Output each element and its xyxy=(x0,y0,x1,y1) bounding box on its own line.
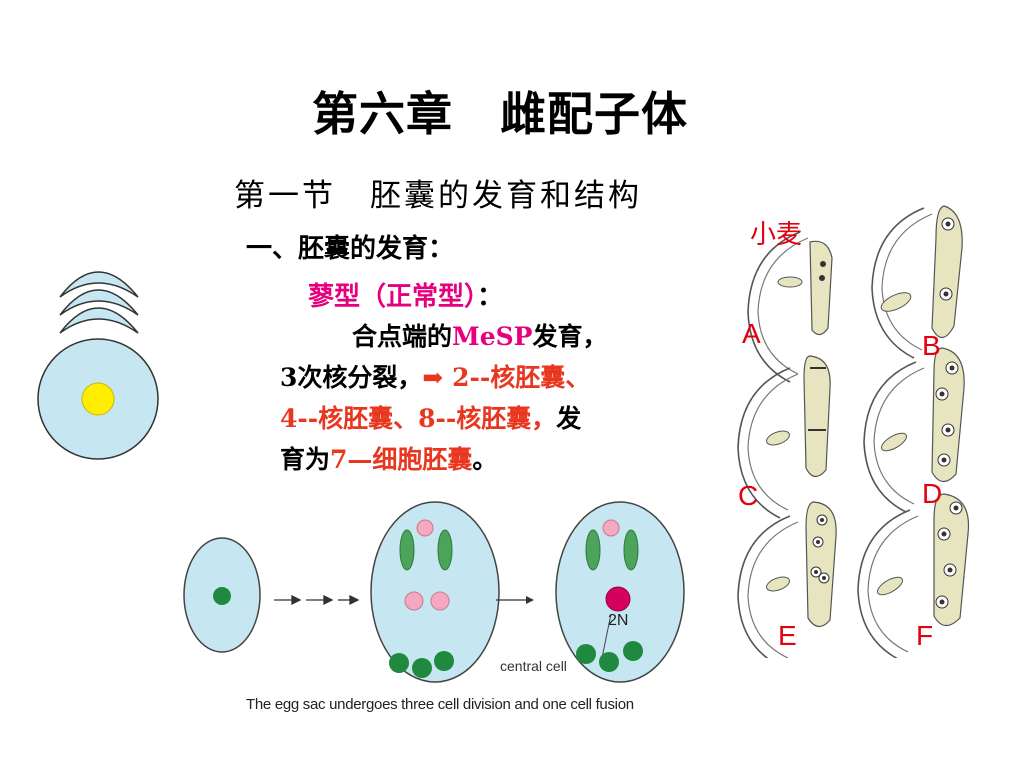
para-text: 。 xyxy=(472,445,498,474)
megaspore-nucleus xyxy=(81,382,115,416)
para-text: 合点端的 xyxy=(352,322,453,351)
para-text: 发 xyxy=(556,404,582,433)
para-text: 育为 xyxy=(280,445,331,474)
degenerating-megaspore-1 xyxy=(59,271,139,298)
four-eight-nucleate-term: 4--核胚囊、8--核胚囊， xyxy=(280,404,557,433)
eight-nucleate-embryo-sac xyxy=(370,501,500,683)
egg-nucleus-3 xyxy=(434,651,454,671)
panel-f xyxy=(857,493,970,658)
arrow-icon: ➡ xyxy=(422,363,444,392)
heading-polygonum-type: 蓼型（正常型）： xyxy=(308,276,503,313)
diagram-caption: The egg sac undergoes three cell divisio… xyxy=(246,696,634,713)
panel-a xyxy=(747,231,833,383)
degenerating-megaspore-2 xyxy=(59,289,139,316)
panel-d xyxy=(863,347,965,513)
central-cell-label: central cell xyxy=(500,658,567,674)
megaspore-illustration xyxy=(37,271,159,460)
wheat-label: 小麦 xyxy=(750,220,803,250)
polar-nucleus-right xyxy=(430,591,450,611)
panel-label-c: C xyxy=(738,480,759,511)
para-line-3: 4--核胚囊、8--核胚囊，发 xyxy=(280,398,680,439)
para-line-4: 育为7—细胞胚囊。 xyxy=(280,439,680,480)
egg-nucleus-1 xyxy=(389,653,409,673)
panel-label-b: B xyxy=(922,330,941,361)
para-text: 3次核分裂， xyxy=(280,363,423,392)
mesp-term: MeSP xyxy=(452,322,533,351)
polygonum-type-label: 蓼型（正常型） xyxy=(308,282,478,312)
egg-nucleus-6 xyxy=(623,641,643,661)
antipodal-nucleus xyxy=(416,519,434,537)
para-line-2: 3次核分裂，➡ 2--核胚囊、 xyxy=(280,357,680,398)
synergid-left-2 xyxy=(585,529,601,571)
two-n-label: 2N xyxy=(608,612,629,629)
para-text: 发育， xyxy=(532,322,608,351)
panel-c xyxy=(737,355,831,519)
antipodal-nucleus-2 xyxy=(602,519,620,537)
development-paragraph: 合点端的MeSP发育， 3次核分裂，➡ 2--核胚囊、 4--核胚囊、8--核胚… xyxy=(280,316,680,480)
panel-label-a: A xyxy=(742,318,761,349)
single-nucleus xyxy=(213,587,231,605)
fused-central-nucleus xyxy=(605,586,631,612)
panel-b xyxy=(871,205,963,359)
wheat-embryo-sac-panels xyxy=(737,205,970,658)
heading-embryo-sac-development: 一、胚囊的发育： xyxy=(246,234,455,264)
two-nucleate-term: 2--核胚囊、 xyxy=(443,363,591,392)
degenerating-megaspore-3 xyxy=(59,307,139,334)
egg-nucleus-2 xyxy=(412,658,432,678)
panel-e xyxy=(737,501,837,658)
polar-nucleus-left xyxy=(404,591,424,611)
egg-nucleus-5 xyxy=(599,652,619,672)
para-line-1: 合点端的MeSP发育， xyxy=(280,316,680,357)
synergid-right-2 xyxy=(623,529,639,571)
section-subtitle: 第一节 胚囊的发育和结构 xyxy=(234,178,642,214)
panel-label-d: D xyxy=(922,478,943,509)
seven-celled-term: 7—细胞胚囊 xyxy=(330,445,473,474)
egg-nucleus-4 xyxy=(576,644,596,664)
fusion-arrow-head xyxy=(526,596,534,604)
synergid-left xyxy=(399,529,415,571)
heading-colon: ： xyxy=(477,282,504,312)
central-cell-pointer xyxy=(601,613,612,659)
synergid-right xyxy=(437,529,453,571)
panel-label-f: F xyxy=(916,620,934,651)
panel-label-e: E xyxy=(778,620,797,651)
division-arrows xyxy=(274,594,360,606)
egg-sac-division-diagram xyxy=(183,501,685,683)
slide-title: 第六章 雌配子体 xyxy=(312,87,688,141)
